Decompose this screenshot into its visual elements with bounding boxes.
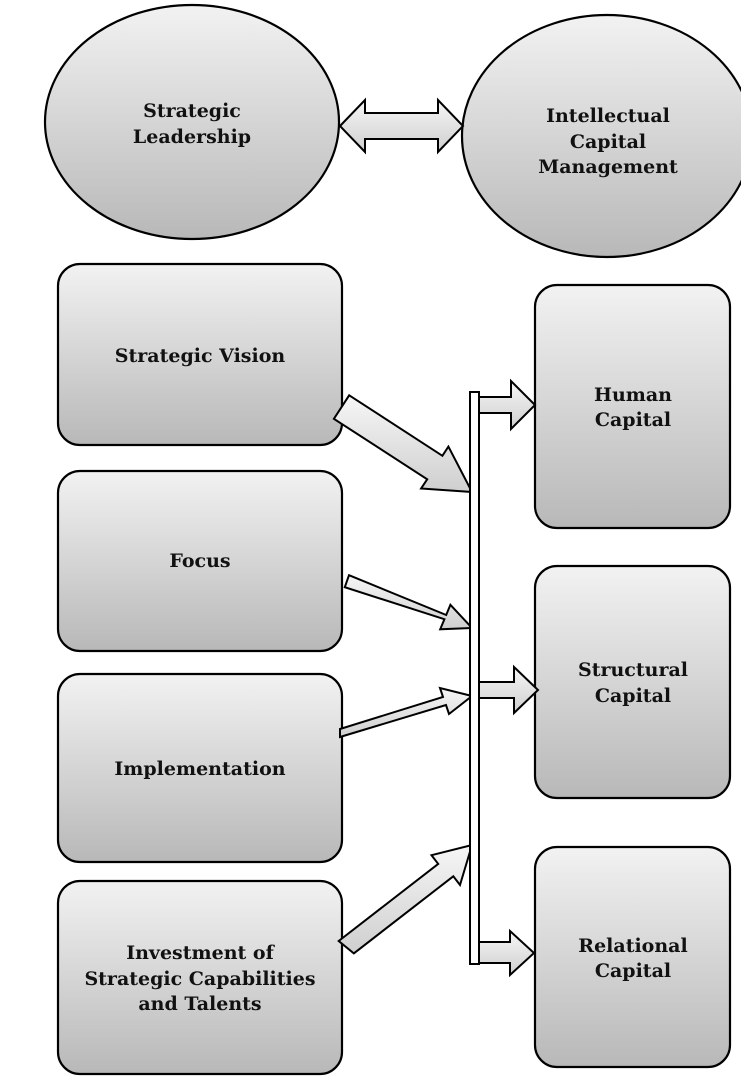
investment-line-3: and Talents bbox=[138, 993, 261, 1015]
strategic-leadership-ellipse bbox=[43, 3, 341, 241]
investment-line-1: Investment of bbox=[126, 942, 275, 964]
arrow-strategic-vision-to-bar bbox=[332, 393, 474, 494]
relational-capital-line-2: Capital bbox=[595, 960, 671, 982]
strategic-leadership-label: Strategic Leadership bbox=[133, 100, 251, 148]
human-capital-label: Human Capital bbox=[594, 384, 672, 431]
structural-capital-line-1: Structural bbox=[578, 659, 688, 681]
icm-line-1: Intellectual bbox=[546, 105, 670, 127]
human-capital-line-1: Human bbox=[594, 384, 672, 406]
icm-line-2: Capital bbox=[570, 131, 646, 153]
arrow-implementation-to-bar bbox=[339, 686, 475, 739]
driver-box-strategic-vision bbox=[56, 262, 344, 447]
structural-capital-line-2: Capital bbox=[595, 685, 671, 707]
arrow-bar-to-structural-capital bbox=[478, 664, 540, 716]
investment-line-2: Strategic Capabilities bbox=[84, 968, 315, 990]
arrow-focus-to-bar bbox=[343, 573, 475, 631]
investment-label: Investment of Strategic Capabilities and… bbox=[84, 942, 315, 1015]
arrow-bar-to-relational-capital bbox=[478, 928, 536, 978]
arrow-investment-to-bar bbox=[337, 843, 474, 955]
driver-box-implementation bbox=[56, 672, 344, 864]
strategic-leadership-line-1: Strategic bbox=[143, 100, 241, 122]
relational-capital-line-1: Relational bbox=[578, 935, 687, 957]
arrow-bar-to-human-capital bbox=[478, 378, 537, 432]
human-capital-line-2: Capital bbox=[595, 409, 671, 431]
intellectual-capital-management-ellipse bbox=[460, 13, 741, 259]
relational-capital-label: Relational Capital bbox=[578, 935, 687, 982]
outcome-box-relational-capital bbox=[533, 845, 732, 1069]
strategic-leadership-line-2: Leadership bbox=[133, 126, 251, 148]
structural-capital-label: Structural Capital bbox=[578, 659, 688, 707]
intellectual-capital-management-label: Intellectual Capital Management bbox=[538, 105, 678, 178]
driver-box-investment bbox=[56, 879, 344, 1076]
implementation-label: Implementation bbox=[114, 758, 285, 780]
focus-label: Focus bbox=[169, 550, 230, 572]
driver-box-focus bbox=[56, 469, 344, 653]
outcome-box-structural-capital bbox=[533, 564, 732, 800]
icm-line-3: Management bbox=[538, 156, 678, 178]
outcome-box-human-capital bbox=[533, 283, 732, 530]
connector-bar bbox=[469, 391, 480, 965]
bidirectional-arrow bbox=[338, 97, 465, 155]
strategic-vision-label: Strategic Vision bbox=[115, 345, 286, 367]
